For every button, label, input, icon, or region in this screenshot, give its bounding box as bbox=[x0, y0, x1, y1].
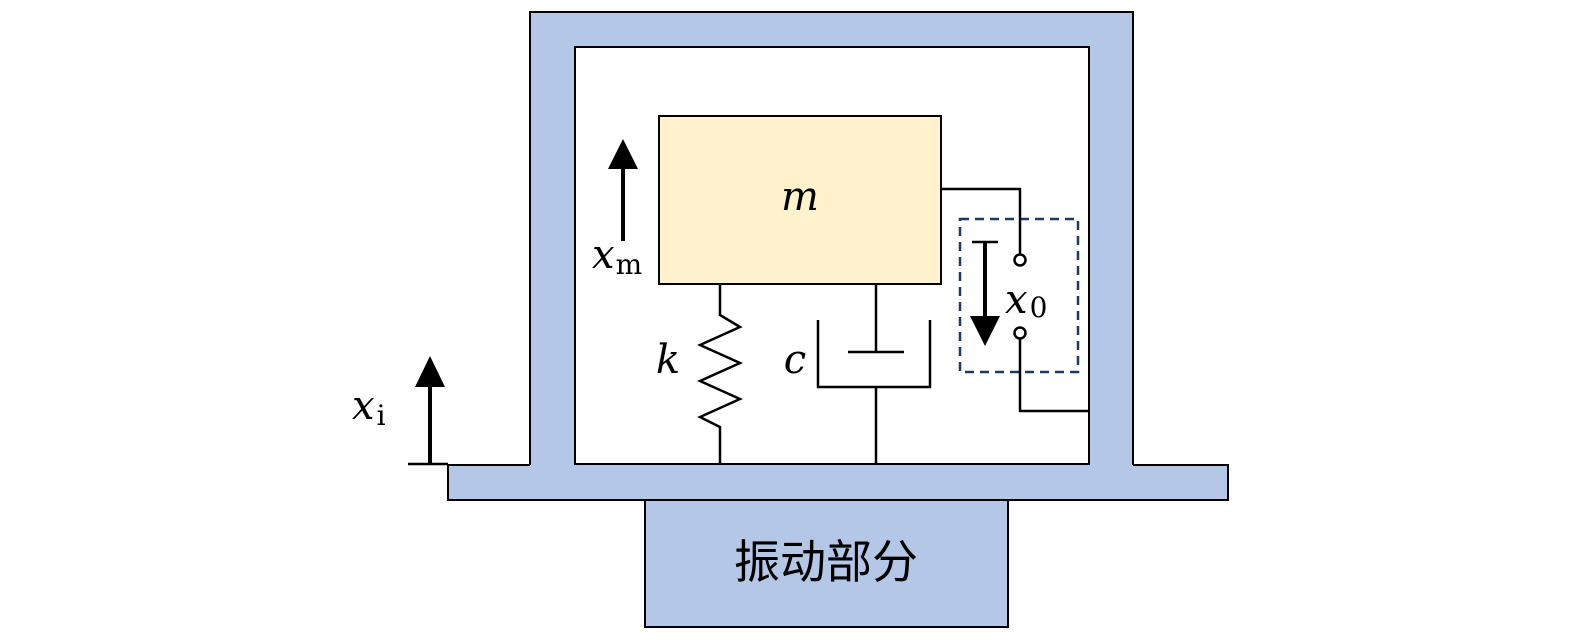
xi-arrow bbox=[408, 356, 448, 466]
mass-block bbox=[658, 115, 942, 285]
mass-label: m bbox=[781, 174, 819, 220]
lower-wire bbox=[1018, 339, 1089, 413]
housing-outline bbox=[529, 11, 1134, 465]
base-plate bbox=[447, 464, 1229, 501]
damper bbox=[816, 284, 932, 464]
spring-label: k bbox=[656, 337, 680, 383]
vibrating-part-label: 振动部分 bbox=[734, 535, 918, 589]
xi-label: xi bbox=[352, 383, 386, 432]
x0-arrow bbox=[970, 240, 1000, 346]
vibrating-part-block bbox=[644, 496, 1009, 628]
upper-terminal bbox=[1013, 253, 1027, 267]
x0-label: x0 bbox=[1005, 277, 1047, 324]
lower-terminal bbox=[1013, 326, 1027, 340]
damper-label: c bbox=[784, 337, 806, 383]
upper-wire bbox=[941, 187, 1022, 254]
xm-arrow bbox=[608, 139, 638, 241]
xm-label: xm bbox=[592, 232, 642, 281]
spring bbox=[696, 284, 744, 464]
